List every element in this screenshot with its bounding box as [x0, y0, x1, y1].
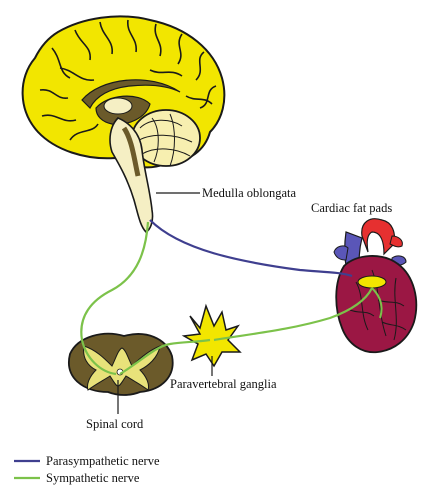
legend-parasympathetic-label: Parasympathetic nerve — [46, 454, 160, 468]
thalamus-nucleus — [103, 97, 133, 115]
aorta — [361, 218, 396, 256]
spinal-label: Spinal cord — [86, 417, 144, 431]
sympathetic-postganglionic — [213, 287, 373, 342]
sympathetic-preganglionic — [119, 338, 211, 375]
medulla-label: Medulla oblongata — [202, 186, 297, 200]
cardiac-label: Cardiac fat pads — [311, 201, 392, 215]
cerebellum — [131, 109, 201, 167]
legend: Parasympathetic nerve Sympathetic nerve — [14, 454, 160, 485]
cardiac-fat-pad — [357, 275, 387, 289]
sympathetic-descending — [80, 221, 150, 376]
aortic-branch — [389, 235, 403, 248]
legend-sympathetic-label: Sympathetic nerve — [46, 471, 140, 485]
paravertebral-label: Paravertebral ganglia — [170, 377, 277, 391]
aqueduct — [121, 126, 141, 177]
heart — [333, 218, 418, 354]
parasympathetic-nerve — [149, 219, 353, 278]
heart-body — [335, 255, 418, 354]
sympathetic-heart-branch — [371, 287, 383, 319]
spinal-grey-matter — [83, 345, 161, 391]
pulmonary-vein — [333, 245, 349, 261]
corpus-callosum — [81, 79, 181, 110]
brain — [21, 15, 226, 233]
gyri — [39, 19, 217, 141]
spinal-cord — [68, 332, 174, 396]
